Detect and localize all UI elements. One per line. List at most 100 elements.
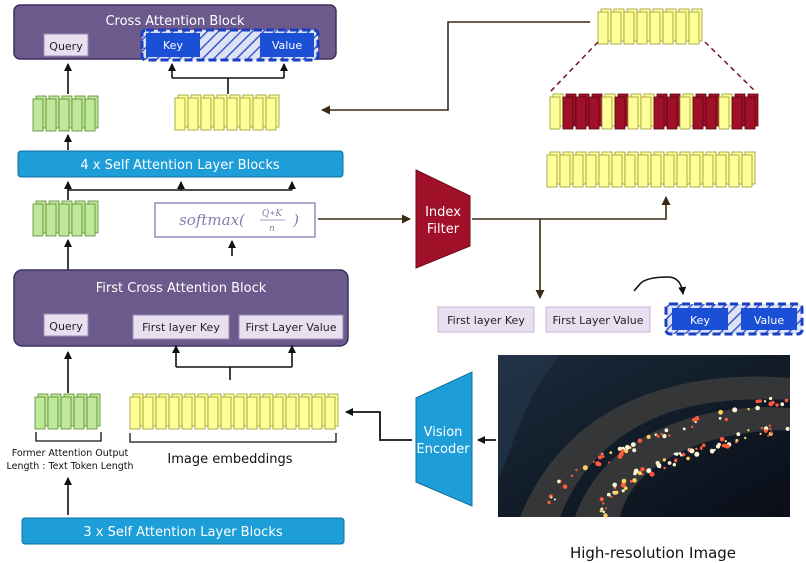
token bbox=[324, 396, 336, 430]
car-light bbox=[769, 428, 772, 431]
car-light bbox=[597, 462, 602, 467]
car-light bbox=[780, 402, 785, 407]
token bbox=[45, 203, 57, 237]
token bbox=[546, 154, 558, 188]
car-light bbox=[557, 479, 561, 484]
car-light bbox=[694, 416, 700, 421]
token bbox=[718, 96, 730, 130]
token bbox=[679, 96, 691, 130]
car-light bbox=[660, 432, 663, 435]
car-light bbox=[599, 497, 604, 502]
token bbox=[675, 11, 687, 45]
left-bracket bbox=[35, 432, 102, 442]
high-resolution-image bbox=[498, 355, 790, 518]
car-light bbox=[678, 452, 682, 455]
car-light bbox=[553, 498, 556, 501]
car-light bbox=[657, 435, 660, 438]
query-label: Query bbox=[49, 40, 83, 53]
car-light bbox=[718, 409, 723, 415]
token bbox=[32, 98, 44, 132]
car-light bbox=[686, 456, 690, 461]
car-light bbox=[640, 467, 645, 472]
self-attention-3x-label: 3 x Self Attention Layer Blocks bbox=[83, 525, 282, 540]
filtered-token-row bbox=[549, 93, 759, 130]
self-attention-4x: 4 x Self Attention Layer Blocks bbox=[17, 150, 344, 178]
car-light bbox=[624, 449, 629, 454]
car-light bbox=[770, 431, 773, 435]
car-light bbox=[719, 436, 725, 442]
car-light bbox=[602, 510, 605, 514]
selected-token-stack bbox=[597, 8, 703, 45]
car-light bbox=[603, 513, 608, 518]
first-cross-attention-block: First Cross Attention Block Query First … bbox=[13, 269, 349, 347]
small-key-label: Key bbox=[690, 314, 710, 327]
yellow-token-stack-top bbox=[174, 94, 280, 131]
token bbox=[207, 396, 219, 430]
token bbox=[58, 203, 70, 237]
car-light bbox=[630, 442, 636, 447]
token bbox=[73, 396, 85, 430]
car-light bbox=[621, 489, 625, 493]
car-light bbox=[646, 468, 652, 474]
car-light bbox=[662, 434, 667, 439]
small-key-value-group: Key Value bbox=[664, 302, 804, 336]
small-value-box bbox=[741, 308, 797, 330]
token bbox=[728, 154, 740, 188]
car-light bbox=[674, 458, 678, 462]
token bbox=[741, 154, 753, 188]
softmax-denominator: n bbox=[269, 224, 275, 234]
car-light bbox=[672, 463, 676, 467]
token bbox=[610, 11, 622, 45]
index-filter-line2: Filter bbox=[427, 222, 460, 237]
car-light bbox=[624, 486, 628, 491]
token bbox=[624, 154, 636, 188]
token bbox=[272, 396, 284, 430]
softmax-close: ) bbox=[292, 211, 299, 229]
car-light bbox=[664, 428, 669, 433]
image-embeddings-stack bbox=[129, 393, 339, 430]
key-label: Key bbox=[163, 39, 183, 52]
value-box bbox=[260, 33, 314, 57]
full-token-row bbox=[546, 151, 756, 188]
car-light bbox=[633, 479, 637, 483]
token bbox=[181, 396, 193, 430]
car-light bbox=[785, 426, 790, 431]
car-light bbox=[601, 455, 605, 459]
token bbox=[601, 96, 613, 130]
query-box bbox=[43, 33, 89, 57]
token bbox=[34, 396, 46, 430]
former-output-caption-1: Former Attention Output bbox=[12, 448, 129, 459]
car-light bbox=[769, 396, 773, 401]
right-first-layer-key-label: First layer Key bbox=[447, 314, 525, 327]
cross-attention-block: Cross Attention Block Query Key Value bbox=[13, 4, 337, 62]
token bbox=[200, 97, 212, 131]
arrow-encoder-to-embeddings bbox=[345, 408, 412, 441]
token bbox=[702, 154, 714, 188]
token bbox=[265, 97, 277, 131]
token bbox=[597, 11, 609, 45]
token bbox=[676, 154, 688, 188]
car-light bbox=[715, 444, 721, 449]
car-light bbox=[758, 399, 762, 403]
car-light bbox=[681, 452, 686, 457]
token bbox=[640, 96, 652, 130]
car-light bbox=[668, 434, 671, 437]
token bbox=[653, 96, 665, 130]
former-output-caption-2: Length : Text Token Length bbox=[6, 461, 133, 472]
car-light bbox=[637, 438, 643, 443]
car-light bbox=[598, 455, 602, 460]
index-filter-line1: Index bbox=[425, 205, 461, 220]
car-light bbox=[609, 451, 613, 455]
car-light bbox=[663, 466, 666, 470]
vision-encoder-line2: Encoder bbox=[416, 442, 470, 457]
token bbox=[47, 396, 59, 430]
token bbox=[649, 11, 661, 45]
car-light bbox=[735, 438, 739, 442]
token bbox=[259, 396, 271, 430]
car-light bbox=[600, 507, 604, 511]
token bbox=[731, 96, 743, 130]
token bbox=[549, 96, 561, 130]
right-first-layer-value-label: First Layer Value bbox=[552, 314, 643, 327]
token bbox=[220, 396, 232, 430]
car-light bbox=[682, 427, 686, 431]
